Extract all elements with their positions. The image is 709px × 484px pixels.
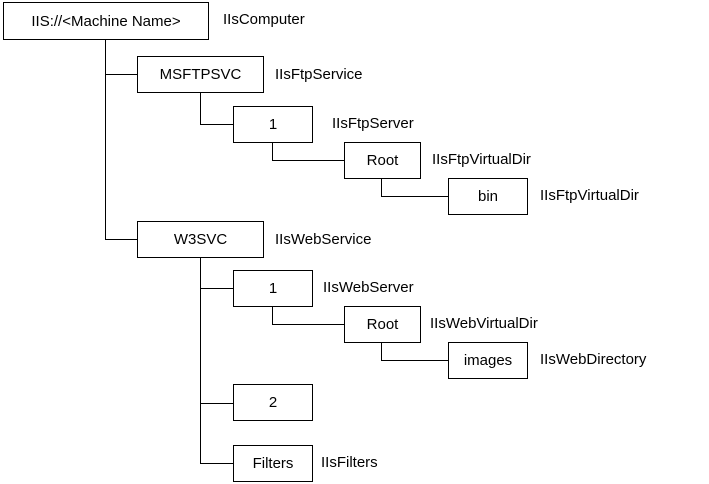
connector-root-msftpsvc	[105, 40, 137, 75]
node-ftp-bin: bin	[448, 178, 528, 215]
node-ftp-bin-type: IIsFtpVirtualDir	[540, 187, 639, 204]
node-ftp-bin-label: bin	[477, 188, 499, 205]
node-msftpsvc: MSFTPSVC	[137, 56, 264, 93]
connector-ftp1-root	[272, 143, 344, 161]
node-ftp-server-1: 1	[233, 106, 313, 143]
connector-web1-root	[272, 307, 344, 325]
node-w3svc: W3SVC	[137, 221, 264, 258]
node-ftp-server-1-label: 1	[268, 116, 278, 133]
node-web-root: Root	[344, 306, 421, 343]
node-ftp-server-1-type: IIsFtpServer	[332, 115, 414, 132]
node-msftpsvc-label: MSFTPSVC	[159, 66, 242, 83]
node-web-root-type: IIsWebVirtualDir	[430, 315, 538, 332]
node-filters: Filters	[233, 445, 313, 482]
node-web-server-2-label: 2	[268, 394, 278, 411]
node-web-server-1-type: IIsWebServer	[323, 279, 414, 296]
node-root-type: IIsComputer	[223, 11, 305, 28]
node-web-images-label: images	[463, 352, 513, 369]
connector-w3svc-web1	[200, 258, 233, 289]
node-web-images: images	[448, 342, 528, 379]
connector-root-w3svc	[105, 74, 137, 240]
node-root-label: IIS://<Machine Name>	[31, 12, 181, 30]
connector-w3svc-filters	[200, 403, 233, 464]
node-filters-type: IIsFilters	[321, 454, 378, 471]
node-filters-label: Filters	[252, 455, 294, 472]
node-web-server-2: 2	[233, 384, 313, 421]
node-web-server-1: 1	[233, 270, 313, 307]
connector-msftpsvc-ftp1	[200, 93, 233, 125]
node-web-server-1-label: 1	[268, 280, 278, 297]
connector-webroot-images	[381, 343, 448, 361]
node-root: IIS://<Machine Name>	[3, 2, 209, 40]
node-w3svc-label: W3SVC	[173, 231, 228, 248]
node-ftp-root: Root	[344, 142, 421, 179]
connector-ftproot-bin	[381, 179, 448, 197]
node-msftpsvc-type: IIsFtpService	[275, 66, 363, 83]
node-ftp-root-type: IIsFtpVirtualDir	[432, 151, 531, 168]
connector-w3svc-web2	[200, 288, 233, 404]
node-ftp-root-label: Root	[366, 152, 399, 169]
node-web-images-type: IIsWebDirectory	[540, 351, 647, 368]
node-w3svc-type: IIsWebService	[275, 231, 372, 248]
node-web-root-label: Root	[366, 316, 399, 333]
